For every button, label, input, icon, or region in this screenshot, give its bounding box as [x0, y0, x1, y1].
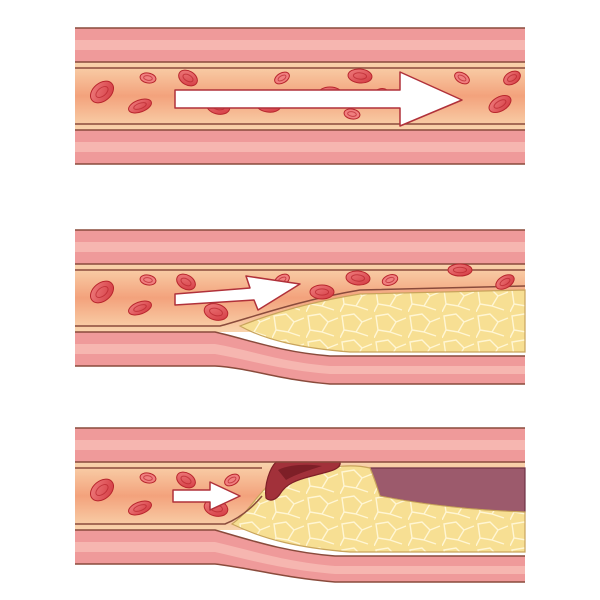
red-blood-cell: [495, 274, 515, 290]
plaque-deposit: [238, 289, 526, 353]
panel-normal-artery: [75, 27, 525, 165]
wall-outlines: [75, 27, 525, 165]
red-blood-cell: [381, 274, 399, 286]
red-blood-cell: [89, 280, 115, 304]
wall-outlines: [75, 427, 525, 583]
wall-stripe-bottom-bulged: [75, 542, 525, 574]
red-blood-cell: [89, 478, 115, 502]
wall-stripe-bottom-bulged: [75, 344, 525, 374]
blood-flow-arrow-small: [172, 481, 241, 511]
red-blood-cell: [89, 80, 115, 104]
red-blood-cell: [128, 500, 152, 516]
red-blood-cell: [503, 70, 521, 86]
red-blood-cell: [274, 71, 290, 85]
red-blood-cell: [128, 98, 152, 114]
wall-outlines: [75, 229, 526, 385]
wall-stripe-top: [75, 440, 525, 450]
wall-stripe-top: [75, 40, 525, 50]
panel-plaque-artery: [75, 229, 526, 385]
red-blood-cell: [128, 300, 152, 316]
red-blood-cell: [176, 273, 196, 291]
panel-rupture-clot-artery: [75, 427, 526, 583]
red-blood-cell: [176, 471, 196, 489]
red-blood-cell: [139, 472, 157, 484]
red-blood-cell: [203, 303, 229, 321]
blood-clot-core: [278, 464, 322, 480]
red-blood-cell: [178, 69, 198, 87]
red-blood-cell: [309, 284, 335, 300]
red-blood-cell: [345, 270, 371, 286]
blood-flow-arrow-large: [174, 71, 463, 127]
wall-stripe-bottom: [75, 142, 525, 152]
red-blood-cell: [343, 108, 361, 120]
red-blood-cell: [139, 274, 157, 286]
wall-stripe-top: [75, 242, 525, 252]
red-blood-cell: [139, 72, 157, 84]
red-blood-cell: [447, 263, 473, 277]
red-blood-cell: [347, 68, 373, 84]
red-blood-cell: [488, 94, 512, 114]
red-blood-cell: [224, 473, 240, 487]
red-blood-cell: [454, 71, 470, 85]
blood-flow-arrow-medium: [174, 275, 301, 311]
